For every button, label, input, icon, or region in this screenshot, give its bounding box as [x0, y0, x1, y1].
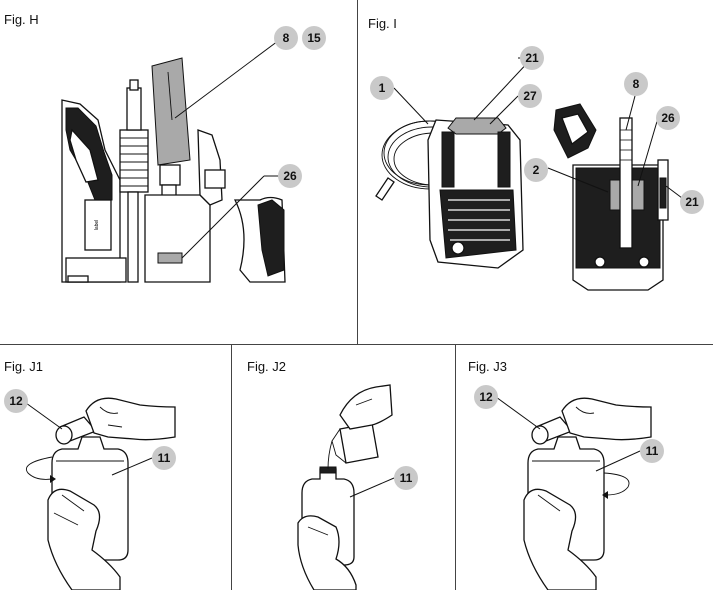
- figure-h-label: Fig. H: [4, 12, 39, 27]
- detergent-bottle: [151, 57, 191, 198]
- svg-text:2: 2: [533, 163, 540, 177]
- callout-21-top: 21: [520, 46, 544, 70]
- figure-h-drawing: label: [61, 26, 326, 283]
- svg-text:27: 27: [523, 89, 537, 103]
- svg-text:8: 8: [633, 77, 640, 91]
- callout-11: 11: [394, 466, 418, 490]
- carry-handle: [447, 117, 507, 135]
- figure-j3: Fig. J3 12 11: [456, 345, 713, 590]
- callout-11: 11: [640, 439, 664, 463]
- figure-j3-drawing: 12 11: [474, 385, 664, 590]
- callout-12: 12: [474, 385, 498, 409]
- bottle-holder: [157, 252, 183, 264]
- measuring-cup: [331, 422, 379, 464]
- callout-12: 12: [4, 389, 28, 413]
- detergent-bottle-rear: [619, 117, 633, 249]
- callout-1: 1: [370, 76, 394, 100]
- divider-vertical-top: [357, 0, 358, 344]
- svg-text:11: 11: [646, 444, 659, 458]
- svg-text:label: label: [94, 220, 100, 231]
- svg-text:12: 12: [9, 394, 23, 408]
- svg-text:1: 1: [379, 81, 386, 95]
- figure-i-label: Fig. I: [368, 16, 397, 31]
- svg-text:26: 26: [283, 169, 297, 183]
- figure-i: Fig. I: [358, 0, 713, 344]
- callout-26: 26: [656, 106, 680, 130]
- figure-j1: Fig. J1 12 11: [0, 345, 231, 590]
- svg-text:21: 21: [525, 51, 539, 65]
- callout-8: 8: [274, 26, 298, 50]
- callout-2: 2: [524, 158, 548, 182]
- divider-vertical-bottom-2: [455, 344, 456, 590]
- svg-text:11: 11: [158, 451, 171, 465]
- svg-text:15: 15: [307, 31, 321, 45]
- figure-j1-drawing: 12 11: [4, 389, 176, 590]
- figure-j1-label: Fig. J1: [4, 359, 44, 374]
- callout-15: 15: [302, 26, 326, 50]
- divider-horizontal: [0, 344, 713, 345]
- callout-8: 8: [624, 72, 648, 96]
- figure-j2-label: Fig. J2: [247, 359, 287, 374]
- figure-h: Fig. H label: [0, 0, 357, 344]
- callout-11: 11: [152, 446, 176, 470]
- figure-j2: Fig. J2 11: [232, 345, 455, 590]
- callout-26: 26: [278, 164, 302, 188]
- callout-27: 27: [518, 84, 542, 108]
- svg-text:21: 21: [685, 195, 699, 209]
- callout-21-side: 21: [680, 190, 704, 214]
- svg-text:8: 8: [283, 31, 290, 45]
- hose-coupling: [119, 79, 149, 283]
- svg-text:12: 12: [479, 390, 493, 404]
- svg-text:26: 26: [661, 111, 675, 125]
- figure-j2-drawing: 11: [297, 384, 418, 590]
- figure-i-drawing: 1 21 27 8 26 2 21: [370, 46, 704, 291]
- figure-j3-label: Fig. J3: [468, 359, 508, 374]
- bottle-cap: [55, 416, 98, 445]
- divider-vertical-bottom-1: [231, 344, 232, 590]
- bottle-cap: [531, 416, 574, 445]
- svg-text:11: 11: [400, 471, 413, 485]
